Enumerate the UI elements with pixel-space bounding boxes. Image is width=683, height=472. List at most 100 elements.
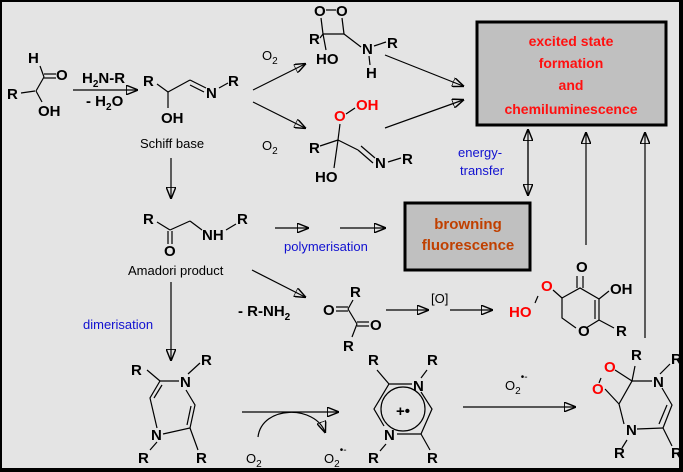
atom-label: R xyxy=(402,151,413,168)
atom-label: O xyxy=(541,278,553,295)
bond-line xyxy=(189,220,203,231)
atom-label: O xyxy=(112,93,124,110)
atom-label: R xyxy=(237,211,248,228)
atom-label: N xyxy=(653,374,664,391)
superoxide-label: O2•- xyxy=(324,445,347,470)
atom-label: H xyxy=(82,70,93,87)
bond-line xyxy=(658,404,668,425)
atom-label: R xyxy=(387,35,398,52)
arrow-to-hydroperoxide xyxy=(252,101,305,128)
bond-line xyxy=(319,33,324,39)
bond-line xyxy=(337,139,359,151)
bond-line xyxy=(621,439,628,449)
bond-line xyxy=(636,427,664,430)
bond-line xyxy=(146,369,161,382)
bond-line xyxy=(186,405,192,426)
bond-line xyxy=(376,369,390,385)
schiff-base-structure: R OH N R xyxy=(143,73,239,127)
bond-line xyxy=(598,319,615,329)
bond-line xyxy=(373,383,412,427)
energy-transfer-label: transfer xyxy=(460,163,505,178)
atom-label: 2 xyxy=(272,56,278,67)
atom-label: 2 xyxy=(515,386,521,397)
o2-label: O2 xyxy=(262,138,278,157)
bond-line xyxy=(149,441,158,451)
atom-label: R xyxy=(427,450,438,467)
atom-label: H xyxy=(28,50,39,67)
atom-label: O xyxy=(56,67,68,84)
bond-line xyxy=(357,149,374,164)
bond-line xyxy=(347,308,358,325)
atom-label: HO xyxy=(509,304,532,321)
atom-label: 2 xyxy=(334,459,340,470)
bond-line xyxy=(534,295,539,304)
bond-line xyxy=(420,433,431,451)
atom-label: R xyxy=(368,450,379,467)
atom-label: O xyxy=(246,451,256,466)
polymerisation-label: polymerisation xyxy=(284,239,368,254)
aromatic-ring-circle xyxy=(380,386,426,432)
atom-label: O xyxy=(576,259,588,276)
dicarbonyl-structure: R O O R xyxy=(323,284,382,355)
bond-line xyxy=(347,299,354,310)
atom-label: O xyxy=(505,378,515,393)
atom-label: N xyxy=(206,85,217,102)
atom-label: R xyxy=(309,140,320,157)
bond-line xyxy=(368,55,371,66)
bond-line xyxy=(225,223,237,231)
atom-label: - H xyxy=(86,93,106,110)
bond-line xyxy=(337,123,341,141)
oxidation-label: [O] xyxy=(431,291,448,306)
amadori-label: Amadori product xyxy=(128,263,224,278)
bond-line xyxy=(162,389,196,435)
atom-label: fluorescence xyxy=(422,237,515,254)
atom-label: and xyxy=(559,77,584,93)
atom-label: R xyxy=(309,31,320,48)
bond-line xyxy=(319,139,339,147)
atom-label: R xyxy=(671,351,682,368)
bond-line xyxy=(598,377,602,384)
atom-label: O xyxy=(262,48,272,63)
atom-label: R xyxy=(196,450,207,467)
bond-line xyxy=(35,90,43,103)
bond-line xyxy=(169,220,191,231)
atom-label: R xyxy=(201,352,212,369)
atom-label: O xyxy=(578,323,590,340)
atom-label: 2 xyxy=(93,79,99,90)
atom-label: R xyxy=(614,445,625,462)
bond-line xyxy=(35,76,45,92)
atom-label: O xyxy=(334,108,346,125)
bond-line xyxy=(475,20,668,127)
superoxide-label: O2•- xyxy=(505,372,528,397)
bond-line xyxy=(662,427,673,447)
atom-label: N xyxy=(413,378,424,395)
bond-line xyxy=(379,443,387,452)
energy-transfer-label: energy- xyxy=(458,145,502,160)
bond-line xyxy=(167,79,191,93)
atom-label: HO xyxy=(315,169,338,186)
bond-line xyxy=(320,17,324,35)
atom-label: OH xyxy=(161,110,184,127)
water-loss: - H2O xyxy=(86,93,124,113)
bond-line xyxy=(614,369,633,382)
atom-label: R xyxy=(131,362,142,379)
atom-label: R xyxy=(343,338,354,355)
o2-label: O2 xyxy=(262,48,278,67)
bond-line xyxy=(387,157,402,163)
bond-line xyxy=(659,363,671,375)
atom-label: OH xyxy=(610,281,633,298)
bond-line xyxy=(397,391,433,435)
browning-box: browning fluorescence xyxy=(403,201,532,272)
atom-label: R xyxy=(228,73,239,90)
atom-label: O xyxy=(592,381,604,398)
bond-line xyxy=(618,365,636,425)
atom-label: 2 xyxy=(272,146,278,157)
atom-label: R xyxy=(616,323,627,340)
arrow-to-dioxetane xyxy=(252,64,305,91)
bond-line xyxy=(598,290,610,300)
bond-line xyxy=(403,201,532,272)
schiff-base-label: Schiff base xyxy=(140,136,204,151)
arrow-to-dicarbonyl xyxy=(251,269,305,297)
atom-label: O xyxy=(164,243,176,260)
bond-line xyxy=(156,83,169,93)
